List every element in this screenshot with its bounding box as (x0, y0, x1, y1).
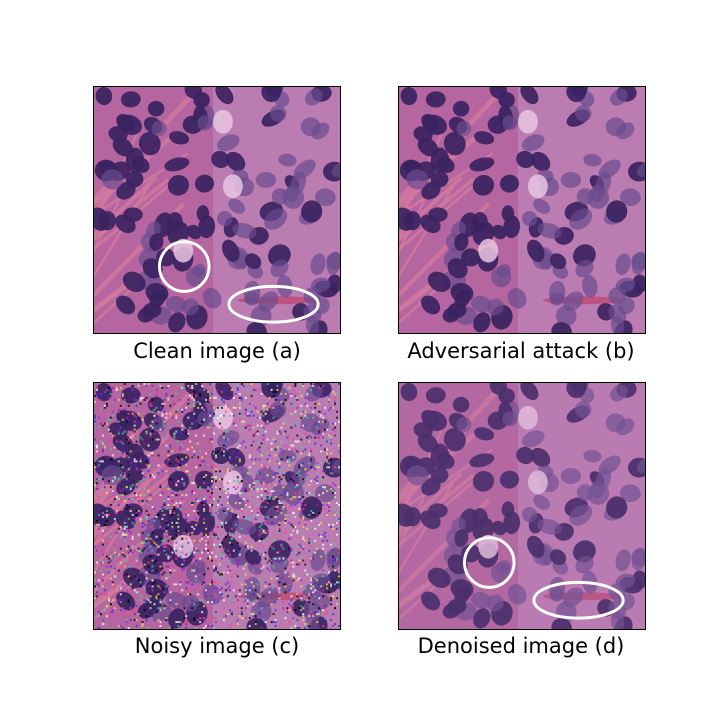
noisy-histology-image (94, 383, 340, 629)
adversarial-attack-panel (398, 86, 646, 334)
denoised-image-panel (398, 382, 646, 630)
caption-noisy-image: Noisy image (c) (134, 634, 300, 658)
highlight-ellipse (227, 284, 320, 324)
clean-image-panel (93, 86, 341, 334)
noisy-image-panel (93, 382, 341, 630)
adversarial-histology-image (399, 87, 645, 333)
denoised-histology-image (399, 383, 645, 629)
highlight-circle (462, 536, 516, 589)
clean-histology-image (94, 87, 340, 333)
caption-clean-image: Clean image (a) (133, 339, 301, 363)
caption-denoised-image: Denoised image (d) (417, 634, 625, 658)
highlight-ellipse (532, 580, 625, 620)
caption-adversarial-attack: Adversarial attack (b) (407, 339, 635, 363)
highlight-circle (157, 240, 211, 293)
